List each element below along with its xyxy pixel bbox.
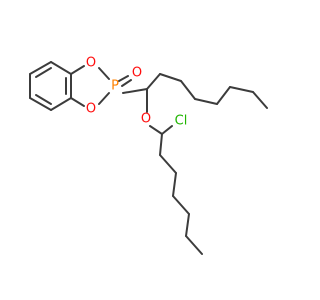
atom-label-p: P [111,79,119,94]
bond [159,73,182,82]
bond [122,88,148,94]
lower-alkyl-chain [159,125,203,255]
bond [146,73,161,90]
atom-label-cl: Cl [175,114,188,129]
atom-label-o: O [132,66,142,81]
bond [216,86,231,105]
bond [35,67,52,78]
bond [172,172,177,197]
bond [161,125,173,135]
bond [118,75,129,82]
bond [194,98,218,105]
atom-label-o: O [141,112,151,127]
bond [185,213,190,237]
bond [149,125,163,135]
bond [121,79,132,87]
bond [180,80,196,100]
bond [252,91,268,109]
upper-alkyl-chain [122,73,268,109]
bond [70,65,85,75]
bond [159,133,163,156]
ether-linkage [146,88,163,135]
benzene-ring [29,61,72,111]
bond [29,97,52,111]
bond [98,67,110,80]
bond [229,86,254,93]
bond [159,154,177,174]
bond [98,92,110,105]
bond [185,235,203,255]
bond [172,195,190,215]
bond [70,97,85,107]
bond [50,97,72,111]
bond [50,61,72,75]
atom-label-o: O [86,102,96,117]
dioxaphosphole-ring [70,65,110,107]
atom-label-o: O [86,56,96,71]
bond [35,94,52,105]
molecule-structure-diagram: O O P O O Cl [29,56,268,255]
phosphoryl-double-bond [118,75,132,87]
bond [29,61,52,75]
